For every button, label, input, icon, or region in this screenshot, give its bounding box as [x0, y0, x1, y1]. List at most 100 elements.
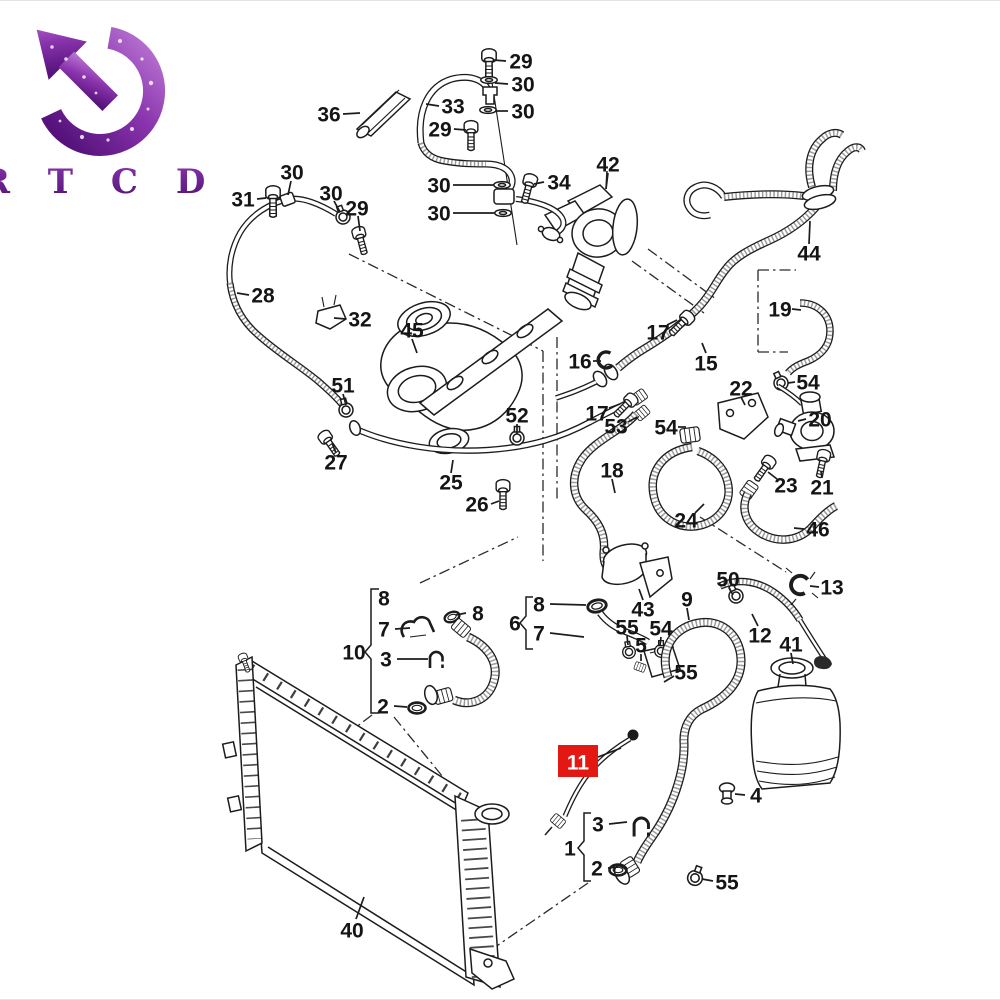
clip-32-drawing [315, 294, 347, 330]
part-label-30: 30 [427, 203, 450, 226]
leader-line-43 [638, 588, 644, 601]
leader-line-8 [549, 603, 587, 606]
leader-line-17 [608, 403, 621, 409]
part-label-6: 6 [509, 613, 521, 636]
leader-line-7 [549, 632, 585, 638]
expansion-tank-drawing [718, 656, 841, 805]
highlighted-part-badge [558, 745, 598, 777]
part-label-21: 21 [810, 477, 834, 500]
part-label-29: 29 [428, 119, 451, 142]
leader-line-26 [490, 500, 500, 505]
part-label-30: 30 [319, 183, 342, 206]
leader-line-9 [686, 607, 690, 621]
leader-line-4 [734, 793, 746, 796]
leader-line-55 [626, 635, 629, 646]
part-label-16: 16 [568, 351, 591, 374]
leader-line-7 [394, 627, 411, 630]
leader-line-3 [608, 821, 628, 825]
clip-13-drawing [785, 567, 819, 606]
leader-line-32 [333, 317, 347, 320]
hose-9-drawing [613, 618, 746, 889]
part-label-18: 18 [600, 460, 624, 483]
leader-line-40 [355, 896, 365, 920]
hose-24-drawing [648, 425, 733, 531]
leader-line-31 [256, 197, 267, 200]
part-label-51: 51 [331, 375, 355, 398]
part-label-50: 50 [716, 569, 739, 592]
part-label-41: 41 [779, 634, 803, 657]
part-label-30: 30 [280, 162, 303, 185]
leader-line-54 [787, 381, 796, 384]
part-label-28: 28 [251, 285, 275, 308]
part-label-19: 19 [768, 299, 791, 322]
turbocharger-drawing [380, 300, 564, 455]
part-label-53: 53 [604, 416, 627, 439]
leader-line-2 [393, 705, 408, 708]
part-label-8: 8 [472, 603, 484, 626]
part-label-52: 52 [505, 405, 528, 428]
part-label-25: 25 [439, 472, 463, 495]
part-label-8: 8 [378, 588, 390, 611]
hose-19-drawing [769, 299, 834, 406]
plug-4-drawing [718, 782, 736, 805]
leader-line-15 [701, 342, 707, 354]
leader-line-23 [767, 471, 778, 480]
leader-line-29 [357, 215, 361, 232]
glitter-dots [38, 39, 154, 142]
leader-line-34 [533, 181, 545, 185]
part-label-55: 55 [715, 872, 739, 895]
part-label-22: 22 [729, 378, 752, 401]
part-label-12: 12 [748, 625, 771, 648]
leader-line-30 [494, 82, 509, 85]
group-10-parts [364, 588, 500, 715]
aux-pump-drawing [717, 391, 836, 485]
part-label-43: 43 [631, 599, 654, 622]
part-label-17: 17 [585, 403, 608, 426]
part-label-33: 33 [441, 96, 464, 119]
part-label-54: 54 [649, 618, 673, 641]
leader-line-55 [701, 878, 714, 882]
leader-line-18 [611, 478, 616, 494]
construction-lines [329, 248, 796, 964]
part-label-29: 29 [509, 51, 532, 74]
part-label-30: 30 [511, 101, 534, 124]
part-label-5: 5 [635, 635, 647, 658]
leader-line-50 [728, 587, 734, 596]
leader-line-29 [492, 59, 507, 62]
pipe-25-drawing [348, 387, 649, 511]
part-label-46: 46 [806, 519, 829, 542]
hose-11-drawing [544, 729, 639, 836]
part-label-2: 2 [377, 696, 389, 719]
part-label-54: 54 [654, 417, 678, 440]
part-label-1: 1 [564, 838, 576, 861]
leader-line-19 [791, 308, 802, 311]
brand-watermark: R T C D [0, 26, 205, 202]
part-label-24: 24 [674, 510, 698, 533]
part-label-55: 55 [615, 617, 639, 640]
part-label-29: 29 [345, 198, 368, 221]
part-label-3: 3 [592, 814, 604, 837]
coolant-pump-drawing [543, 170, 639, 311]
part-label-20: 20 [808, 409, 831, 432]
leader-line-45 [411, 338, 418, 354]
part-label-8: 8 [533, 594, 545, 617]
part-label-7: 7 [533, 623, 545, 646]
part-label-4: 4 [750, 785, 762, 808]
part-label-10: 10 [342, 642, 365, 665]
leader-line-13 [809, 585, 820, 588]
leader-line-11 [597, 747, 622, 758]
brand-arrow-icon [36, 26, 165, 156]
part-label-44: 44 [797, 243, 821, 266]
part-label-15: 15 [694, 353, 718, 376]
leader-line-28 [236, 292, 250, 296]
part-label-13: 13 [820, 577, 843, 600]
part-label-34: 34 [547, 172, 571, 195]
leader-line-12 [751, 613, 759, 627]
radiator-drawing [221, 651, 515, 990]
leader-line-17 [666, 319, 678, 326]
leader-line-25 [450, 459, 454, 474]
leader-line-22 [740, 396, 746, 406]
pipe-28-drawing [226, 185, 372, 460]
part-label-27: 27 [324, 452, 347, 475]
